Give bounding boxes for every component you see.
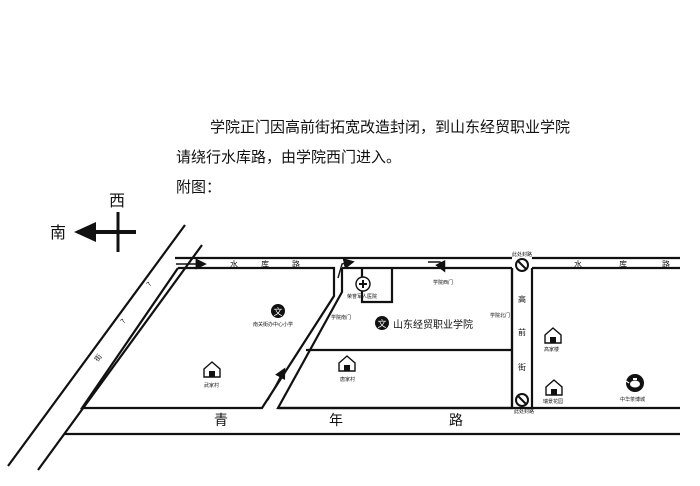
compass: 西 南 (50, 191, 136, 252)
road-qingnian-3: 路 (449, 413, 463, 429)
school-badge-glyph: 文 (273, 306, 282, 318)
notice-text: 学院正门因高前街拓宽改造封闭，到山东经贸职业学院 请绕行水库路，由学院西门进入。… (176, 112, 676, 202)
no-entry-icon (515, 393, 529, 407)
road-gaoqian-3: 街 (518, 362, 526, 372)
route-arrow-icon (267, 367, 286, 401)
wujia-label: 武家村 (204, 382, 219, 389)
house-icon (338, 355, 356, 372)
diagonal-street (7, 224, 203, 471)
road-diagonal-3: 街 (92, 352, 103, 363)
hospital-label: 荣誉军人医院 (347, 293, 377, 300)
road-diagonal-1: ? (145, 280, 154, 288)
school-badge-icon (271, 304, 285, 318)
road-qingnian-1: 青 (214, 413, 228, 429)
road-shuiku-right-2: 库 (619, 259, 627, 269)
house-icon (203, 361, 221, 378)
west-gate-label: 学院西门 (433, 279, 453, 286)
house-icon (545, 379, 563, 396)
road-gaoqian-1: 高 (518, 294, 526, 304)
ruijing-label: 瑞景花园 (543, 398, 563, 405)
road-shuiku-left-2: 库 (261, 259, 269, 269)
notice-line-1: 学院正门因高前街拓宽改造封闭，到山东经贸职业学院 (210, 118, 571, 136)
north-gate-label: 学院北门 (490, 312, 510, 319)
notice-line-3: 附图： (176, 178, 222, 196)
block-college (276, 268, 514, 410)
block-wujia (79, 266, 336, 410)
road-qingnian-2: 年 (329, 413, 343, 429)
road-diagonal-2: ? (119, 317, 128, 325)
diagonal-street-edge-inner (37, 244, 203, 471)
teapot-icon (625, 374, 644, 392)
qingnian-road (64, 406, 680, 436)
route-arrow-icon (428, 259, 446, 273)
hospital-cross-icon (355, 276, 371, 292)
route-arrow-icon (337, 258, 355, 279)
road-shuiku-right-1: 水 (574, 259, 582, 269)
tangjia-label: 唐家村 (340, 376, 355, 383)
road-gaoqian-2: 前 (518, 327, 526, 337)
road-shuiku-left-3: 路 (292, 259, 300, 269)
college-label: 山东经贸职业学院 (393, 318, 473, 331)
primary-school-label: 南关街办中心小学 (253, 321, 293, 328)
college-badge-glyph: 文 (377, 318, 386, 330)
diagonal-street-edge-outer (7, 224, 186, 467)
notice-line-2: 请绕行水库路，由学院西门进入。 (176, 148, 402, 166)
route-arrows (176, 258, 446, 401)
college-badge-icon (375, 316, 389, 330)
museum-label: 中华茶博城 (620, 396, 645, 403)
gaojia-label: 高家楼 (544, 346, 559, 353)
house-icon (544, 327, 562, 344)
closed-road-bottom-label: 此处封路 (514, 408, 534, 415)
road-shuiku-left-1: 水 (230, 259, 238, 269)
no-entry-icon (515, 258, 529, 272)
gaoqian-street (510, 268, 534, 408)
compass-west-label: 西 (109, 191, 125, 210)
closed-road-top-label: 此处封路 (512, 251, 532, 258)
compass-south-label: 南 (50, 223, 66, 242)
south-gate-label: 学院南门 (331, 314, 351, 321)
shuiku-road (175, 256, 680, 270)
compass-arrow-icon (74, 222, 96, 242)
road-shuiku-right-3: 路 (662, 259, 670, 269)
